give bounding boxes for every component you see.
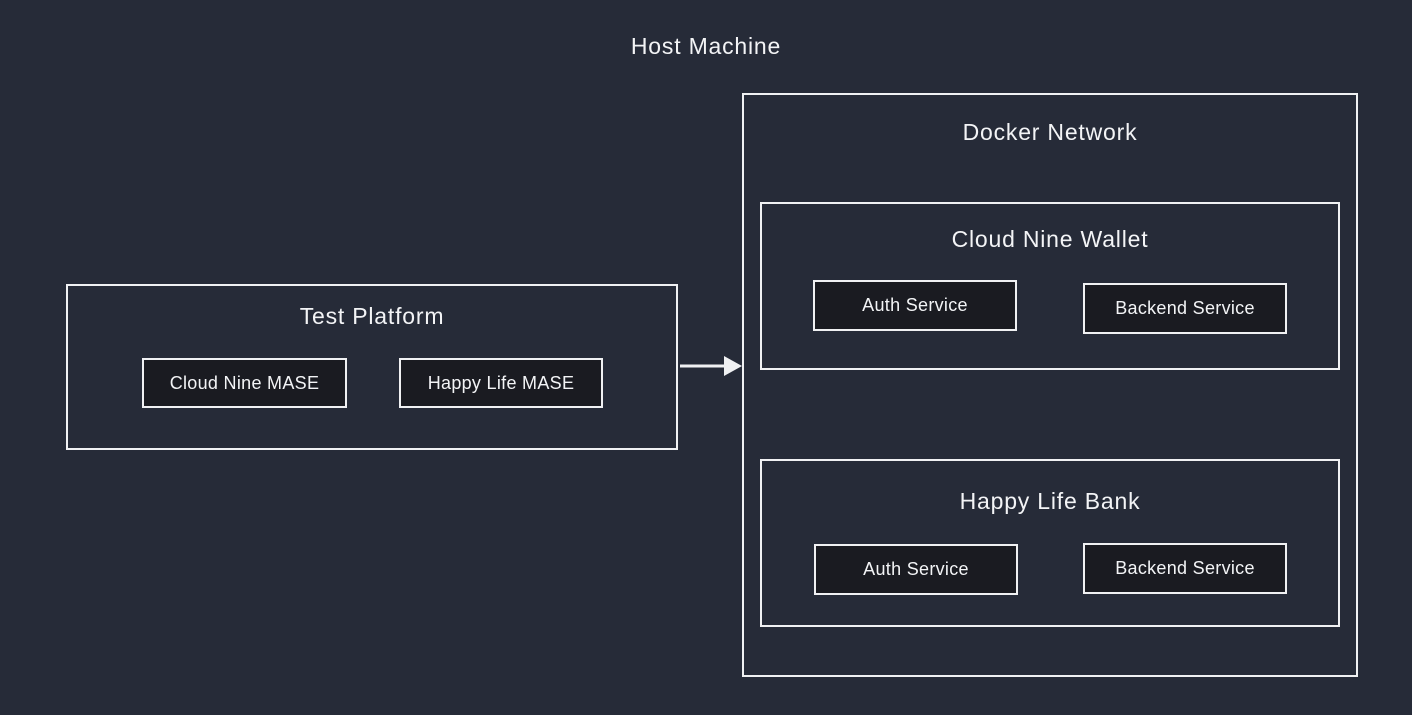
connector-arrow-icon — [680, 356, 742, 376]
cloud-nine-wallet-backend-service-box: Backend Service — [1083, 283, 1287, 334]
happy-life-bank-auth-service-box: Auth Service — [814, 544, 1018, 595]
docker-network-title: Docker Network — [962, 119, 1138, 145]
host-machine-label: Host Machine — [630, 33, 782, 59]
cloud-nine-wallet-auth-service-label: Auth Service — [862, 295, 968, 315]
cloud-nine-wallet-box: Cloud Nine Wallet Auth Service Backend S… — [760, 202, 1340, 370]
happy-life-bank-title: Happy Life Bank — [959, 488, 1141, 514]
cloud-nine-mase-box: Cloud Nine MASE — [142, 358, 347, 408]
cloud-nine-wallet-auth-service-box: Auth Service — [813, 280, 1017, 331]
cloud-nine-wallet-backend-service-label: Backend Service — [1115, 298, 1255, 318]
happy-life-bank-backend-service-box: Backend Service — [1083, 543, 1287, 594]
cloud-nine-wallet-title: Cloud Nine Wallet — [951, 226, 1149, 252]
happy-life-bank-box: Happy Life Bank Auth Service Backend Ser… — [760, 459, 1340, 627]
happy-life-mase-box: Happy Life MASE — [399, 358, 603, 408]
happy-life-bank-auth-service-label: Auth Service — [863, 559, 969, 579]
test-platform-title: Test Platform — [299, 303, 445, 329]
test-platform-box: Test Platform Cloud Nine MASE Happy Life… — [66, 284, 678, 450]
happy-life-mase-label: Happy Life MASE — [427, 372, 575, 393]
happy-life-bank-backend-service-label: Backend Service — [1115, 558, 1255, 578]
docker-network-box: Docker Network Cloud Nine Wallet Auth Se… — [742, 93, 1358, 677]
cloud-nine-mase-label: Cloud Nine MASE — [169, 372, 320, 393]
